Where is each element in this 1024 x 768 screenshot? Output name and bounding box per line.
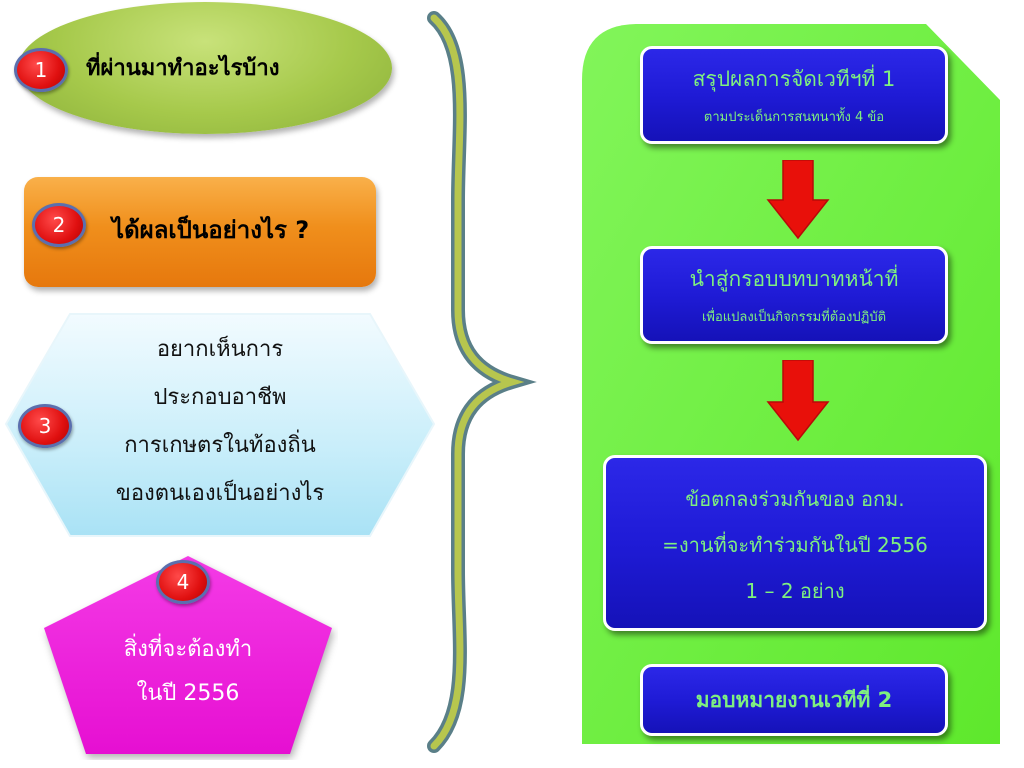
item-2-label: ได้ผลเป็นอย่างไร ? [112, 216, 310, 244]
flow-step-2: นำสู่กรอบบทบาทหน้าที่ เพื่อแปลงเป็นกิจกร… [640, 246, 948, 344]
item-3-number-badge: 3 [18, 404, 72, 448]
item-1-number-badge: 1 [14, 48, 68, 92]
item-4-pentagon [44, 556, 332, 754]
item-4-line: สิ่งที่จะต้องทำ [123, 637, 253, 662]
right-brace-icon [427, 11, 537, 753]
item-1-ellipse [18, 2, 392, 134]
item-4-line: ในปี 2556 [136, 681, 240, 706]
flow-step-3-line: =งานที่จะทำร่วมกันในปี 2556 [662, 533, 928, 557]
item-3-line: ของตนเองเป็นอย่างไร [115, 481, 325, 506]
flow-step-1-title: สรุปผลการจัดเวทีฯที่ 1 [692, 67, 896, 91]
item-4-number-badge: 4 [156, 560, 210, 604]
item-3-line: อยากเห็นการ [156, 337, 284, 362]
item-3-line: การเกษตรในท้องถิ่น [124, 433, 316, 458]
item-2-number-badge: 2 [32, 203, 86, 247]
flow-step-4: มอบหมายงานเวทีที่ 2 [640, 664, 948, 736]
flow-step-2-subtitle: เพื่อแปลงเป็นกิจกรรมที่ต้องปฏิบัติ [701, 310, 887, 325]
item-3-hexagon [4, 313, 436, 537]
item-1-label: ที่ผ่านมาทำอะไรบ้าง [86, 56, 280, 81]
down-arrow-icon [766, 160, 830, 240]
down-arrow-icon [766, 360, 830, 442]
flow-step-3-line: 1 – 2 อย่าง [745, 579, 845, 603]
flow-step-3-line: ข้อตกลงร่วมกันของ อกม. [685, 487, 905, 511]
item-4-text: สิ่งที่จะต้องทำ ในปี 2556 [88, 628, 288, 716]
flow-step-2-title: นำสู่กรอบบทบาทหน้าที่ [689, 267, 899, 291]
flow-step-1: สรุปผลการจัดเวทีฯที่ 1 ตามประเด็นการสนทน… [640, 46, 948, 144]
item-3-text: อยากเห็นการ ประกอบอาชีพ การเกษตรในท้องถิ… [70, 326, 370, 518]
flow-step-4-title: มอบหมายงานเวทีที่ 2 [695, 688, 893, 712]
flow-step-3: ข้อตกลงร่วมกันของ อกม. =งานที่จะทำร่วมกั… [603, 455, 987, 631]
item-3-line: ประกอบอาชีพ [153, 385, 287, 410]
flow-step-1-subtitle: ตามประเด็นการสนทนาทั้ง 4 ข้อ [703, 110, 885, 125]
